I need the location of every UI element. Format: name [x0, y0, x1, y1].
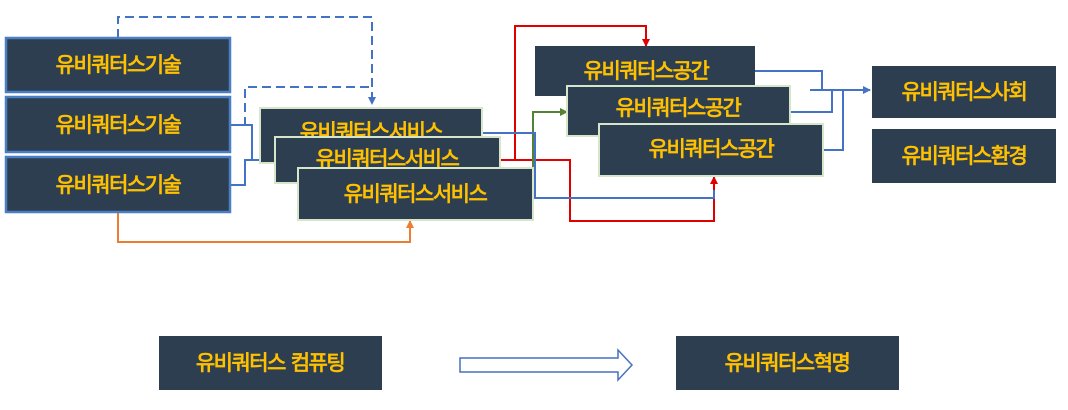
- tech-box-3-label: 유비쿼터스기술: [56, 173, 182, 197]
- tech-box-1-label: 유비쿼터스기술: [56, 53, 182, 77]
- arrow-tech3-to-service2: [230, 159, 252, 186]
- service-box-3: 유비쿼터스서비스: [297, 167, 534, 221]
- arrow-service2-to-space3: [500, 159, 718, 222]
- dashed-arrow-tech1-to-service1: [117, 16, 376, 105]
- revolution-box-label: 유비쿼터스혁명: [725, 351, 850, 375]
- arrow-service1-to-space3: [482, 132, 715, 199]
- space-box-3-label: 유비쿼터스공간: [649, 137, 775, 161]
- tech-box-3: 유비쿼터스기술: [4, 155, 232, 214]
- space-box-1-label: 유비쿼터스공간: [584, 59, 710, 83]
- service-box-3-label: 유비쿼터스서비스: [344, 182, 488, 206]
- big-right-arrow: [459, 348, 634, 382]
- space-box-2-label: 유비쿼터스공간: [616, 96, 742, 120]
- tech-box-1: 유비쿼터스기술: [4, 36, 232, 94]
- connectors: [117, 16, 871, 243]
- revolution-box: 유비쿼터스혁명: [676, 336, 899, 390]
- computing-box-label: 유비쿼터스 컴퓨팅: [196, 351, 345, 375]
- space-box-3: 유비쿼터스공간: [598, 123, 824, 177]
- tech-box-2-label: 유비쿼터스기술: [56, 113, 182, 137]
- arrow-tech3-to-service3: [117, 212, 414, 243]
- arrow-space1-to-society: [755, 70, 823, 90]
- environment-box: 유비쿼터스환경: [872, 129, 1056, 183]
- arrow-service3-to-space2: [532, 108, 568, 195]
- society-box-label: 유비쿼터스사회: [902, 80, 1027, 104]
- arrow-space2-to-society: [790, 90, 833, 113]
- arrow-space3-to-society: [823, 90, 844, 151]
- environment-box-label: 유비쿼터스환경: [902, 144, 1027, 168]
- tech-box-2: 유비쿼터스기술: [4, 95, 232, 154]
- computing-box: 유비쿼터스 컴퓨팅: [159, 336, 382, 390]
- society-box: 유비쿼터스사회: [872, 66, 1056, 118]
